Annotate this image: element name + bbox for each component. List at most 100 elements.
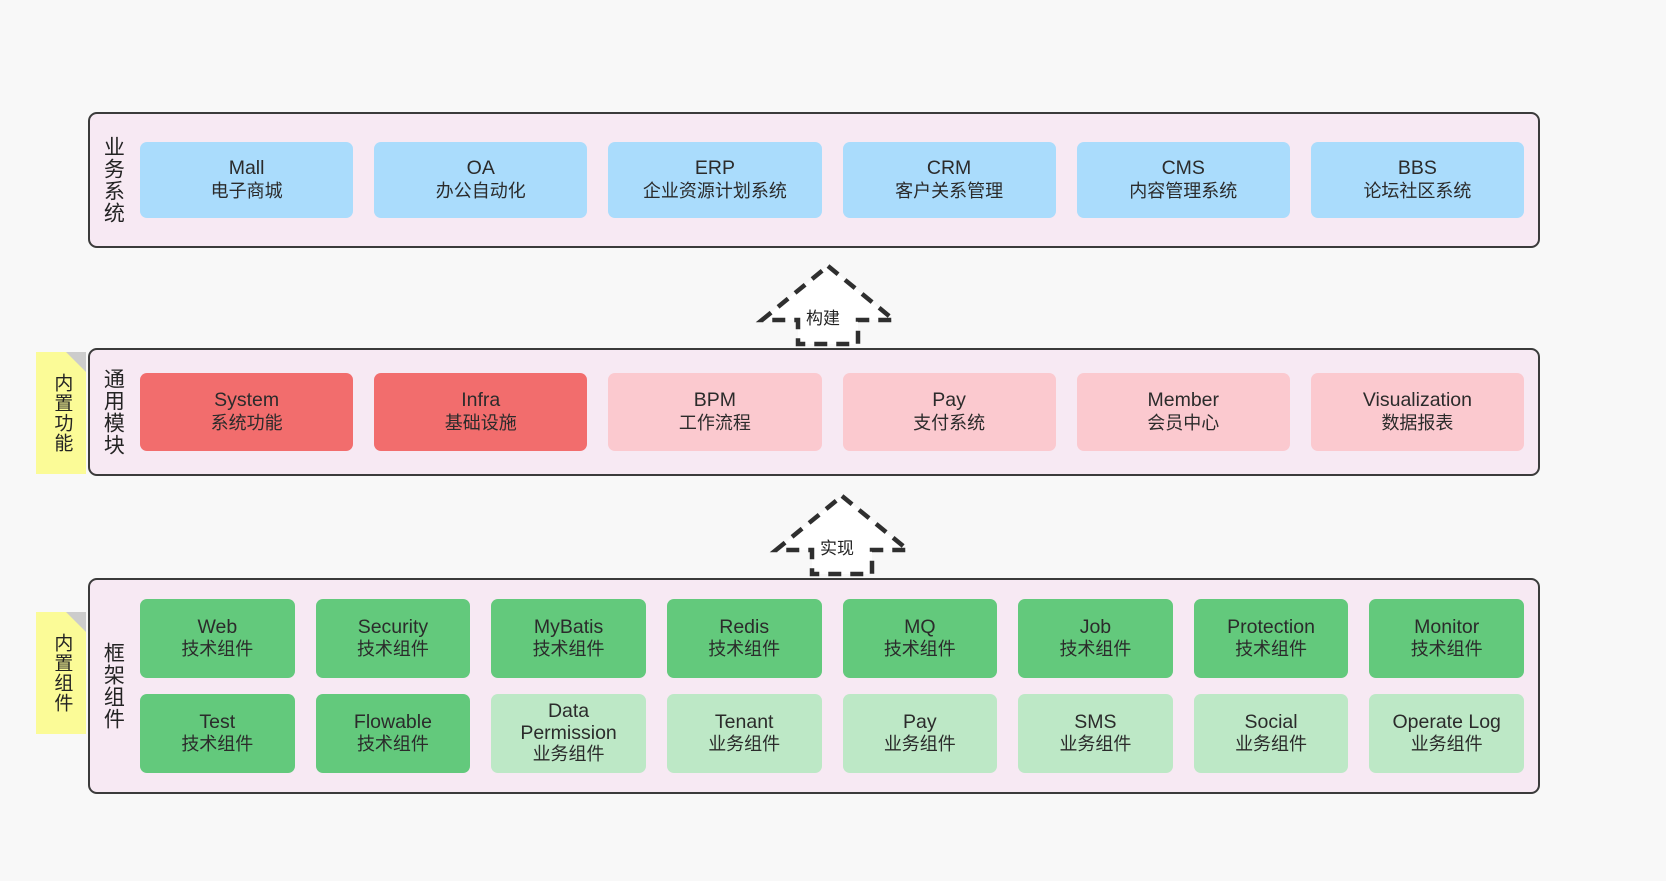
card-title-en: CMS (1161, 157, 1205, 180)
card-bbs[interactable]: BBS 论坛社区系统 (1310, 142, 1525, 218)
card-title-cn: 技术组件 (883, 639, 956, 660)
card-cms[interactable]: CMS 内容管理系统 (1076, 142, 1290, 218)
layer-title-framework-component: 框架组件 (101, 642, 125, 730)
card-title-en: Job (1079, 615, 1112, 638)
card-title-en: OA (466, 157, 495, 180)
card-row: Web 技术组件 Security 技术组件 MyBatis 技术组件 Redi… (140, 599, 1524, 678)
card-title-en: CRM (926, 157, 972, 180)
note-label: 内置组件 (51, 633, 73, 713)
card-data-permission[interactable]: Data Permission 业务组件 (491, 694, 646, 773)
card-mybatis[interactable]: MyBatis 技术组件 (491, 599, 646, 678)
card-title-cn: 技术组件 (181, 639, 254, 660)
card-title-en: Protection (1227, 615, 1315, 638)
card-title-en: Operate Log (1392, 710, 1501, 733)
card-row: Mall 电子商城 OA 办公自动化 ERP 企业资源计划系统 CRM 客户关系… (140, 142, 1525, 218)
card-title-cn: 技术组件 (356, 639, 429, 660)
card-title-en: Infra (461, 389, 501, 412)
implement-arrow-label: 实现 (820, 539, 854, 558)
card-bpm[interactable]: BPM 工作流程 (608, 373, 822, 451)
note-builtin-component: 内置组件 (36, 612, 86, 734)
card-title-en: Tenant (714, 710, 774, 733)
card-member[interactable]: Member 会员中心 (1076, 373, 1290, 451)
card-crm[interactable]: CRM 客户关系管理 (842, 142, 1056, 218)
card-title-en: MQ (904, 615, 936, 638)
layer-body-business-system: Mall 电子商城 OA 办公自动化 ERP 企业资源计划系统 CRM 客户关系… (134, 114, 1538, 246)
note-label: 内置功能 (51, 373, 73, 453)
layer-body-framework-component: Web 技术组件 Security 技术组件 MyBatis 技术组件 Redi… (134, 580, 1538, 792)
card-operate-log[interactable]: Operate Log 业务组件 (1369, 694, 1524, 773)
card-title-cn: 论坛社区系统 (1363, 180, 1472, 201)
card-mall[interactable]: Mall 电子商城 (140, 142, 354, 218)
card-security[interactable]: Security 技术组件 (315, 599, 471, 678)
layer-body-common-module: System 系统功能 Infra 基础设施 BPM 工作流程 Pay 支付系统… (134, 350, 1538, 474)
card-protection[interactable]: Protection 技术组件 (1193, 599, 1349, 678)
card-title-en: Visualization (1362, 389, 1473, 412)
layer-title-common-module: 通用模块 (101, 368, 125, 456)
card-title-en: Pay (903, 710, 937, 733)
card-title-cn: 支付系统 (913, 412, 986, 433)
card-pay-module[interactable]: Pay 支付系统 (842, 373, 1056, 451)
card-title-en: Pay (932, 389, 966, 412)
layer-common-module: 通用模块 System 系统功能 Infra 基础设施 BPM 工作流程 Pay… (88, 348, 1540, 476)
card-title-cn: 业务组件 (1059, 734, 1132, 755)
implement-arrow: 实现 (769, 492, 915, 577)
card-title-cn: 电子商城 (210, 180, 283, 201)
card-test[interactable]: Test 技术组件 (140, 694, 295, 773)
card-title-cn: 技术组件 (1059, 639, 1132, 660)
card-system[interactable]: System 系统功能 (140, 373, 354, 451)
card-tenant[interactable]: Tenant 业务组件 (666, 694, 822, 773)
card-title-en: BPM (693, 389, 737, 412)
card-title-en: Test (199, 710, 236, 733)
card-row: System 系统功能 Infra 基础设施 BPM 工作流程 Pay 支付系统… (140, 373, 1525, 451)
card-erp[interactable]: ERP 企业资源计划系统 (608, 142, 822, 218)
card-title-cn: 内容管理系统 (1129, 180, 1238, 201)
card-title-en: Security (357, 615, 429, 638)
card-title-en: MyBatis (533, 615, 604, 638)
card-visualization[interactable]: Visualization 数据报表 (1310, 373, 1525, 451)
card-sms[interactable]: SMS 业务组件 (1018, 694, 1173, 773)
card-monitor[interactable]: Monitor 技术组件 (1369, 599, 1524, 678)
card-infra[interactable]: Infra 基础设施 (374, 373, 588, 451)
card-title-en: Monitor (1414, 615, 1480, 638)
card-title-cn: 业务组件 (708, 734, 781, 755)
card-job[interactable]: Job 技术组件 (1018, 599, 1173, 678)
card-title-cn: 业务组件 (532, 743, 605, 764)
card-flowable[interactable]: Flowable 技术组件 (315, 694, 471, 773)
card-title-cn: 技术组件 (532, 639, 605, 660)
card-title-en: BBS (1397, 157, 1437, 180)
layer-framework-component: 框架组件 Web 技术组件 Security 技术组件 MyBatis 技术组件… (88, 578, 1540, 794)
card-web[interactable]: Web 技术组件 (140, 599, 295, 678)
card-title-cn: 办公自动化 (435, 180, 526, 201)
card-title-cn: 技术组件 (1410, 639, 1483, 660)
note-fold-corner-icon (66, 352, 86, 372)
card-title-cn: 技术组件 (356, 734, 429, 755)
card-title-en: SMS (1074, 710, 1117, 733)
card-title-cn: 工作流程 (678, 412, 751, 433)
card-title-cn: 系统功能 (210, 412, 283, 433)
card-redis[interactable]: Redis 技术组件 (666, 599, 822, 678)
card-title-cn: 基础设施 (444, 412, 517, 433)
card-title-cn: 客户关系管理 (895, 180, 1004, 201)
card-mq[interactable]: MQ 技术组件 (842, 599, 998, 678)
card-title-en: Data Permission (520, 700, 617, 744)
card-title-en: System (214, 389, 280, 412)
card-title-cn: 技术组件 (708, 639, 781, 660)
card-title-cn: 业务组件 (1235, 734, 1308, 755)
card-title-cn: 企业资源计划系统 (642, 180, 787, 201)
build-arrow: 构建 (755, 262, 901, 347)
card-title-en: Web (197, 615, 238, 638)
card-title-cn: 技术组件 (1235, 639, 1308, 660)
note-builtin-function: 内置功能 (36, 352, 86, 474)
card-title-en: Flowable (353, 710, 432, 733)
card-title-cn: 业务组件 (883, 734, 956, 755)
build-arrow-label: 构建 (806, 309, 840, 328)
card-title-en: Mall (228, 157, 265, 180)
card-pay-component[interactable]: Pay 业务组件 (842, 694, 998, 773)
card-social[interactable]: Social 业务组件 (1193, 694, 1349, 773)
card-row: Test 技术组件 Flowable 技术组件 Data Permission … (140, 694, 1524, 773)
card-title-en: Redis (719, 615, 770, 638)
card-oa[interactable]: OA 办公自动化 (374, 142, 588, 218)
card-title-cn: 会员中心 (1147, 412, 1220, 433)
card-title-en: Social (1244, 710, 1298, 733)
